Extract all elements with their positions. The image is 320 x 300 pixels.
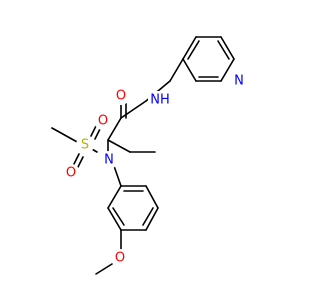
amide-oxygen-label: O — [116, 89, 126, 104]
methoxyphenyl-ring — [107, 165, 159, 231]
methoxy-oxygen-label: O — [115, 251, 125, 266]
pyridine-nitrogen-label: N — [234, 74, 244, 89]
molecule-structure: N O NH S O O N O — [51, 36, 248, 275]
amide-nh-label: NH — [150, 93, 170, 108]
methoxy-group — [95, 229, 122, 275]
sulfur-label: S — [81, 138, 89, 153]
sulfonamide-nitrogen-label: N — [104, 153, 114, 168]
sulfonyl-oxygen-bottom-label: O — [66, 166, 76, 181]
atom-labels: N O NH S O O N O — [62, 72, 248, 267]
pyridine-ring — [182, 36, 235, 82]
ethyl-group — [107, 139, 156, 153]
sulfonyl-oxygen-top-label: O — [98, 114, 108, 129]
